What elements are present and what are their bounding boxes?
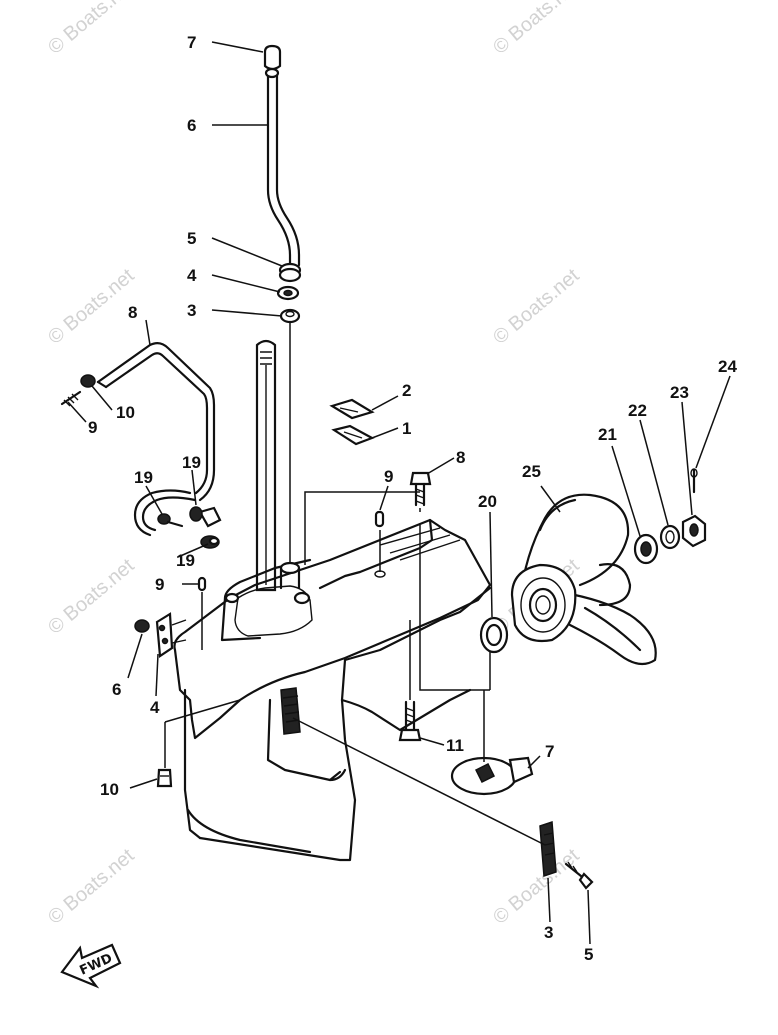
anode-2	[329, 398, 375, 420]
callout-23: 23	[670, 383, 689, 402]
watermark: © Boats.net	[44, 554, 139, 638]
water-hose	[96, 341, 222, 537]
plate-4	[155, 612, 174, 658]
callout-labels: 7 6 5 4 3 8 10 9 2 1 8 9 19 19 19 9 6 4 …	[88, 33, 737, 964]
water-inlet-grille	[280, 687, 301, 735]
rod-cap-16	[263, 44, 282, 71]
callout-19: 10	[116, 403, 135, 422]
hose-fittings	[60, 374, 220, 549]
callout-19: 19	[134, 468, 153, 487]
callout-3: 3	[544, 923, 553, 942]
callout-18: 9	[88, 418, 97, 437]
dowel-pin-9-upper	[374, 510, 385, 528]
callout-25: 25	[522, 462, 541, 481]
callout-leaders	[67, 41, 731, 945]
callout-15: 6	[187, 116, 196, 135]
anode-3	[539, 820, 557, 878]
lower-unit-housing	[173, 518, 492, 862]
watermark: © Boats.net	[44, 844, 139, 928]
callout-24: 24	[718, 357, 737, 376]
bolt-10	[156, 699, 241, 788]
callout-17: 8	[128, 303, 137, 322]
callout-9: 9	[155, 575, 164, 594]
callout-4: 4	[150, 698, 160, 717]
callout-20: 20	[478, 492, 497, 511]
watermark: © Boats.net	[489, 264, 584, 348]
grommet-6	[134, 619, 150, 633]
callout-21: 21	[598, 425, 617, 444]
callout-6: 6	[112, 680, 121, 699]
anode-and-screw	[292, 717, 594, 890]
callout-22: 22	[628, 401, 647, 420]
callout-7: 7	[545, 742, 554, 761]
watermark: © Boats.net	[44, 264, 139, 348]
shift-rod-assembly	[263, 44, 302, 565]
callout-1: 1	[402, 419, 411, 438]
spacer-20	[479, 616, 509, 654]
callout-2: 2	[402, 381, 411, 400]
bolt-8	[409, 471, 432, 512]
callout-14: 5	[187, 229, 196, 248]
prop-hardware	[633, 468, 707, 565]
trim-tab-7	[450, 690, 534, 796]
callout-13: 4	[187, 266, 197, 285]
washer-22	[659, 524, 681, 550]
callout-16: 7	[187, 33, 196, 52]
anodes	[329, 398, 375, 446]
bolt-11	[398, 700, 422, 742]
callout-19: 19	[182, 453, 201, 472]
callout-5: 5	[584, 945, 593, 964]
watermark: © Boats.net	[489, 0, 584, 59]
drive-shaft	[255, 339, 277, 592]
watermark: © Boats.net	[489, 844, 584, 928]
plate-and-grommet	[134, 612, 187, 658]
callout-19: 19	[176, 551, 195, 570]
watermark: © Boats.net	[44, 0, 139, 59]
fwd-arrow: FWD	[60, 943, 122, 989]
propeller-25	[510, 493, 657, 666]
callout-10: 10	[100, 780, 119, 799]
callout-8: 8	[456, 448, 465, 467]
dowel-pin-9-lower	[197, 576, 207, 592]
callout-11: 11	[446, 736, 464, 755]
callout-12: 3	[187, 301, 196, 320]
callout-9: 9	[384, 467, 393, 486]
